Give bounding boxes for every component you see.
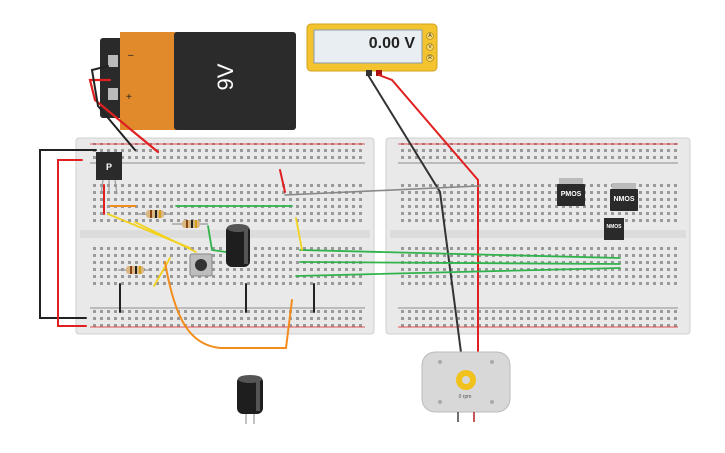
- pmos-label: PMOS: [560, 191, 582, 198]
- wires[interactable]: [39, 65, 621, 361]
- motor-rpm-label: 0 rpm: [458, 394, 472, 400]
- mm-button-a[interactable]: A: [428, 33, 432, 39]
- resistor-2[interactable]: [172, 220, 208, 228]
- multimeter-reading: 0.00 V: [368, 35, 415, 52]
- battery-minus-label: –: [128, 50, 134, 61]
- pnp-transistor[interactable]: [96, 152, 122, 195]
- resistor-1[interactable]: [136, 210, 172, 218]
- pmos-transistor[interactable]: [557, 178, 585, 206]
- pushbutton[interactable]: [189, 253, 213, 277]
- pnp-label: P: [105, 162, 112, 172]
- breadboard-right[interactable]: [385, 137, 691, 335]
- nmos-label: NMOS: [613, 196, 635, 203]
- mm-button-v[interactable]: V: [428, 44, 432, 50]
- battery-label: 9V: [213, 63, 238, 91]
- mm-button-r[interactable]: R: [428, 55, 432, 61]
- nmos-small-transistor[interactable]: [604, 218, 624, 240]
- multimeter[interactable]: [306, 23, 438, 76]
- battery-9v[interactable]: [100, 32, 296, 130]
- resistor-3[interactable]: [118, 266, 150, 274]
- dc-motor[interactable]: [421, 351, 511, 422]
- capacitor-on-board[interactable]: [226, 224, 250, 267]
- nmos-transistor[interactable]: [610, 183, 638, 211]
- capacitor-loose[interactable]: [237, 375, 263, 424]
- battery-plus-label: +: [126, 92, 132, 103]
- nmos-small-label: NMOS: [606, 224, 622, 230]
